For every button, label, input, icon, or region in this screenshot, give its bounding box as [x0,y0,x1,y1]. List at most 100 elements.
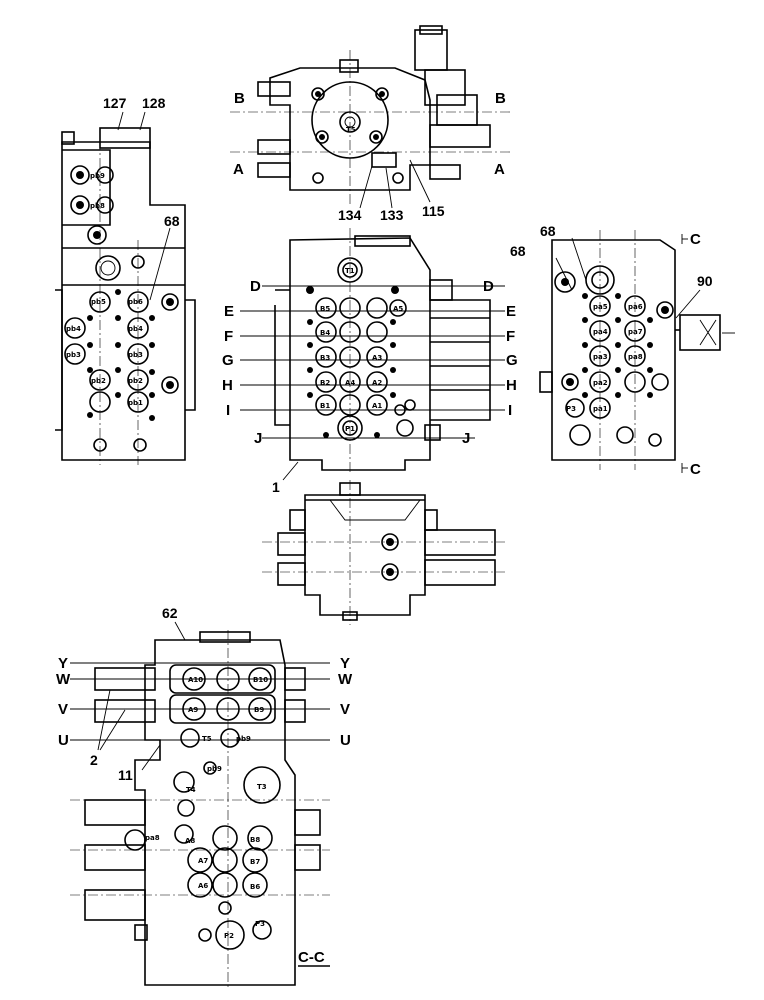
section-mark-w: W [338,671,353,688]
port-label: pa7 [628,328,643,336]
port-label: pb1 [128,399,143,407]
port-label: B9 [254,706,264,714]
port-label: pb3 [66,351,81,359]
bottom-view [262,480,505,625]
port-label: A1 [372,402,382,410]
port-label: A2 [372,379,382,387]
section-mark-c: C [690,231,701,248]
port-label: pa4 [593,328,608,336]
section-mark-w: W [56,671,71,688]
section-mark-a: A [233,161,244,178]
port-label: pb9 [207,765,222,773]
part-number-62: 62 [162,605,178,621]
port-label: T3 [257,783,267,791]
part-number-11: 11 [118,767,133,783]
section-mark-y: Y [58,655,68,672]
section-mark-e: E [506,303,516,320]
section-mark-e: E [224,303,234,320]
port-label: P3 [566,405,576,413]
section-mark-d: D [250,278,261,295]
section-mark-y: Y [340,655,350,672]
port-label: B5 [320,305,330,313]
section-mark-a: A [494,161,505,178]
section-mark-i: I [226,402,230,419]
port-label: pb6 [128,298,143,306]
section-mark-g: G [222,352,234,369]
port-label: A6 [198,882,208,890]
port-label: A10 [188,676,203,684]
section-mark-j: J [254,430,262,447]
port-label: pa1 [593,405,608,413]
part-number-133: 133 [380,207,404,223]
port-label: T1 [345,267,355,275]
port-label: pb2 [91,377,106,385]
port-label: pb4 [128,325,143,333]
port-label: B6 [250,883,260,891]
port-label: pb3 [128,351,143,359]
part-number-68: 68 [510,243,526,259]
part-number-2: 2 [90,752,98,768]
part-number-68: 68 [540,223,556,239]
section-mark-j: J [462,430,470,447]
port-label: pa8 [628,353,643,361]
section-mark-f: F [224,328,233,345]
part-number-134: 134 [338,207,362,223]
port-label: B7 [250,858,260,866]
port-label: B10 [253,676,268,684]
port-label: pa6 [628,303,643,311]
section-mark-h: H [222,377,233,394]
section-cc-view: Y Y W W V V U U A10 B10 A9 B9 T5 pb9 pb9… [56,605,353,990]
section-label-cc: C-C [298,949,325,966]
port-label: T5 [346,126,356,134]
port-label: B3 [320,354,330,362]
port-label: P2 [224,932,234,940]
port-label: A5 [393,305,403,313]
port-label: pb9 [90,172,105,180]
port-label: A7 [198,857,208,865]
part-number-127: 127 [103,95,127,111]
section-mark-g: G [506,352,518,369]
port-label: pa8 [145,834,160,842]
part-number-90: 90 [697,273,713,289]
port-label: pa3 [593,353,608,361]
port-label: B8 [250,836,260,844]
part-number-1: 1 [272,479,280,495]
section-mark-b: B [234,90,245,107]
port-label: pb5 [91,298,106,306]
port-label: pb9 [236,735,251,743]
port-label: P3 [255,920,265,928]
port-label: pa2 [593,379,608,387]
section-mark-c: C [690,461,701,478]
port-label: pb4 [66,325,81,333]
section-mark-f: F [506,328,515,345]
section-mark-v: V [340,701,350,718]
top-view: B B A A 134 133 115 T5 [230,25,510,223]
port-label: pb8 [90,202,105,210]
port-label: B2 [320,379,330,387]
port-label: A9 [188,706,198,714]
part-number-128: 128 [142,95,166,111]
part-number-68: 68 [164,213,180,229]
front-view: T1 P1 B5 A5 B4 B3 A3 B2 A4 A2 B1 A1 D D … [222,228,518,495]
part-number-115: 115 [422,203,445,219]
port-label: pb2 [128,377,143,385]
section-mark-h: H [506,377,517,394]
left-side-view: pb9 pb8 pb5 pb4 pb3 pb2 pb6 pb4 pb3 pb2 … [55,95,196,465]
port-label: B4 [320,329,330,337]
section-mark-v: V [58,701,68,718]
port-label: pa5 [593,303,608,311]
right-side-view: pa5 pa6 pa4 pa7 pa3 pa8 pa2 pa1 P3 68 68… [510,223,735,478]
section-mark-d: D [483,278,494,295]
port-label: A4 [345,379,355,387]
section-mark-u: U [58,732,69,749]
port-label: T5 [202,735,212,743]
section-mark-b: B [495,90,506,107]
port-label: B1 [320,402,330,410]
port-label: A8 [185,837,195,845]
section-mark-u: U [340,732,351,749]
section-mark-i: I [508,402,512,419]
port-label: T4 [186,786,196,794]
port-label: P1 [345,425,355,433]
port-label: A3 [372,354,382,362]
